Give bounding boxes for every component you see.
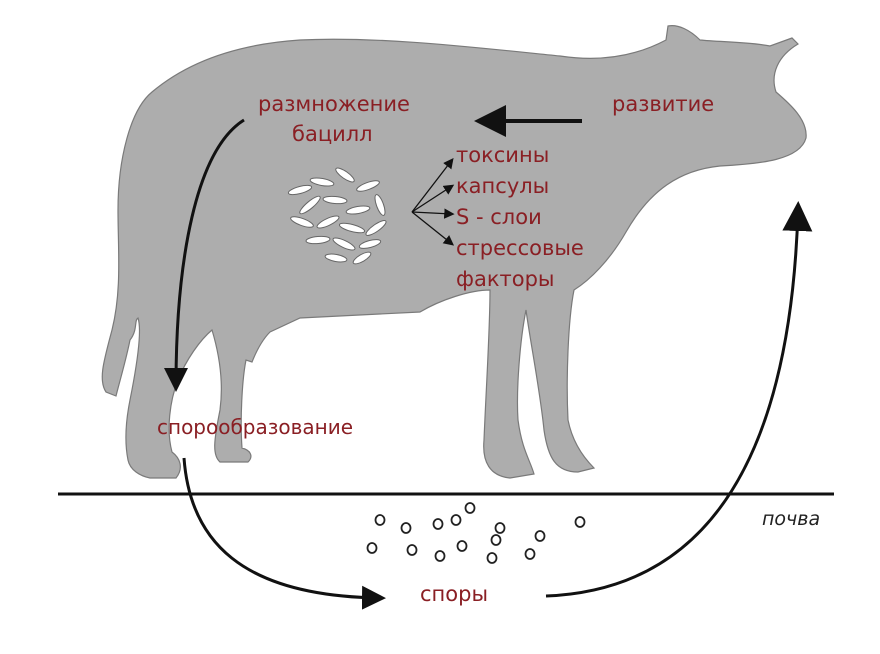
bacillus — [316, 215, 340, 229]
bacillus — [374, 194, 386, 216]
arrow-to-toxins — [411, 157, 454, 213]
label-factors: факторы — [456, 267, 555, 291]
bacillus — [290, 216, 314, 228]
bacillus — [309, 177, 335, 187]
bacillus — [356, 180, 380, 192]
bacillus — [365, 220, 387, 236]
spore — [366, 542, 378, 554]
spore — [494, 522, 506, 534]
label-sporulation: спорообразование — [157, 415, 354, 439]
label-spores: споры — [420, 582, 489, 606]
bacillus — [332, 237, 356, 251]
bacillus — [338, 222, 366, 234]
label-reproduction-line2: бацилл — [292, 122, 373, 146]
spore — [434, 550, 446, 562]
spore — [374, 514, 386, 526]
spore — [432, 518, 444, 530]
spore — [574, 516, 586, 528]
bacilli-cluster — [287, 167, 387, 265]
spore — [450, 514, 462, 526]
bacillus — [287, 184, 313, 196]
sporulation-arrow — [164, 118, 245, 392]
label-reproduction-line1: размножение — [258, 92, 410, 116]
return-arrow — [545, 201, 813, 598]
spore — [534, 530, 546, 542]
spore — [524, 548, 536, 560]
bacillus — [358, 239, 382, 249]
label-development: развитие — [612, 92, 715, 116]
bacillus — [324, 253, 348, 263]
label-soil: почва — [762, 508, 821, 530]
spore — [490, 534, 502, 546]
label-s-layers: S - слои — [456, 205, 542, 229]
bacillus — [299, 195, 321, 215]
spore — [400, 522, 412, 534]
arrow-to-stress-factors — [411, 211, 455, 246]
spores-arrow — [182, 457, 386, 610]
arrow-to-s-layers — [411, 208, 455, 219]
label-stress: стрессовые — [456, 236, 584, 260]
bacillus — [322, 195, 348, 205]
spore — [406, 544, 418, 556]
label-toxins: токсины — [456, 143, 550, 167]
bacillus — [335, 167, 355, 183]
label-capsules: капсулы — [456, 174, 550, 198]
bacillus — [345, 205, 371, 215]
spore — [456, 540, 468, 552]
factor-arrows — [411, 157, 455, 246]
arrow-to-capsules — [411, 184, 455, 213]
cow-silhouette — [101, 25, 807, 479]
bacillus — [352, 251, 372, 265]
bacillus — [305, 235, 331, 245]
spore — [464, 502, 476, 514]
spores-in-soil — [366, 502, 586, 564]
spore — [486, 552, 498, 564]
